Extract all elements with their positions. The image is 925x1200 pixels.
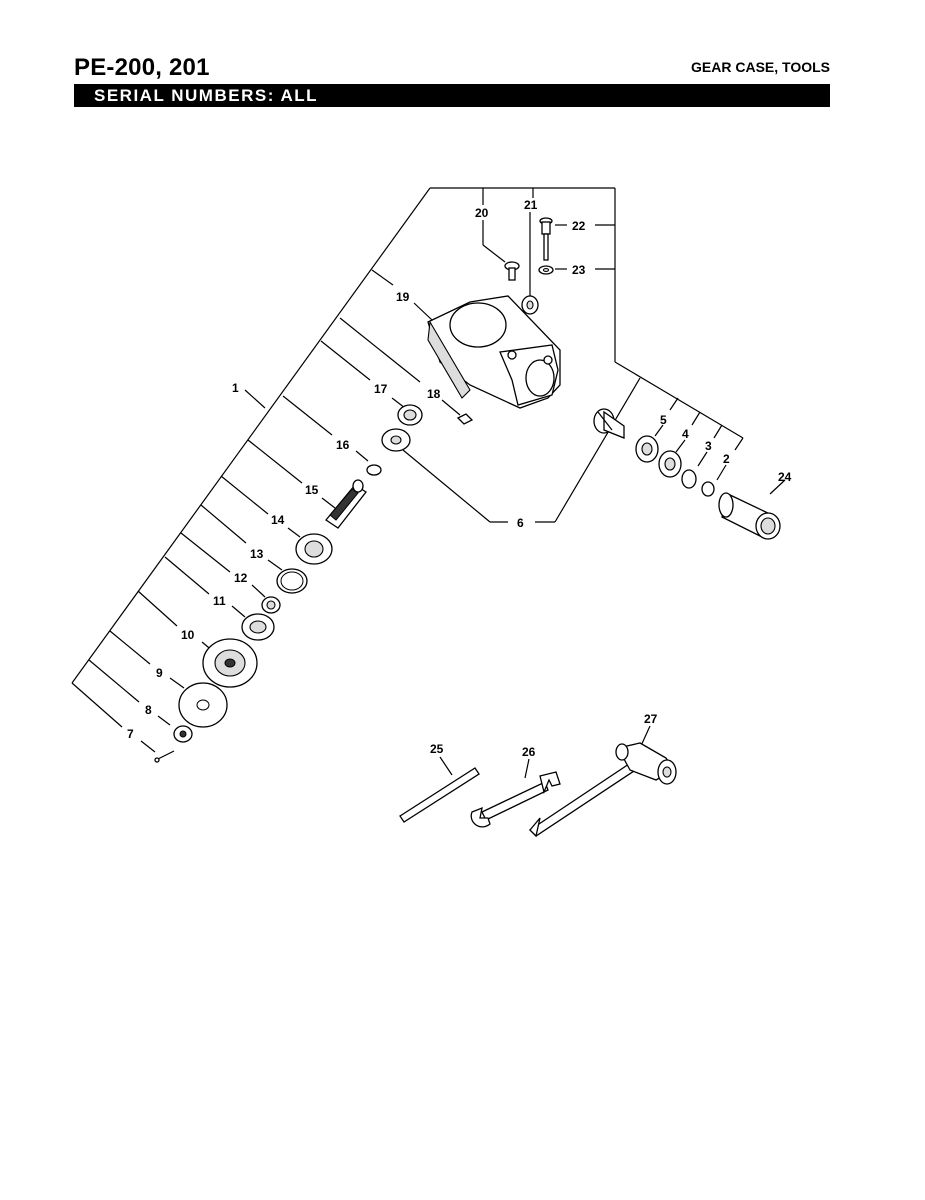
callout-13: 13 (250, 547, 264, 561)
callout-11: 11 (213, 594, 226, 608)
part-26-wrench (470, 771, 561, 828)
callout-25: 25 (430, 742, 444, 756)
gear-case-housing (427, 295, 561, 409)
serial-band: SERIAL NUMBERS: ALL (74, 84, 830, 107)
callout-5: 5 (660, 413, 667, 427)
part-11-bearing (241, 613, 275, 641)
callout-2: 2 (723, 452, 730, 466)
callout-8: 8 (145, 703, 152, 717)
callout-14: 14 (271, 513, 285, 527)
part-4-bearing (658, 450, 682, 478)
callout-23: 23 (572, 263, 586, 277)
parts (154, 217, 781, 838)
part-7-pin (154, 750, 175, 763)
callout-21: 21 (524, 198, 538, 212)
callout-22: 22 (572, 219, 586, 233)
callout-4: 4 (682, 427, 689, 441)
part-9-plate (178, 682, 228, 728)
part-3-snap-ring (681, 469, 697, 489)
part-22-bolt (539, 217, 553, 261)
callout-26: 26 (522, 745, 536, 759)
callout-15: 15 (305, 483, 319, 497)
part-6-pinion (593, 408, 625, 439)
callout-labels: 1 2 3 4 5 6 7 8 9 10 11 12 13 14 15 16 1… (127, 198, 792, 759)
part-15-spindle (325, 479, 367, 529)
callout-19: 19 (396, 290, 410, 304)
callout-17: 17 (374, 382, 388, 396)
part-27-socket-wrench (528, 742, 677, 838)
callout-1: 1 (232, 381, 239, 395)
part-8-nut (173, 725, 193, 743)
callout-24: 24 (778, 470, 792, 484)
callout-6: 6 (517, 516, 524, 530)
part-24-sleeve (718, 492, 781, 540)
part-17-bearing (397, 404, 423, 426)
callout-27: 27 (644, 712, 658, 726)
part-10-holder (202, 638, 258, 688)
serial-band-text: SERIAL NUMBERS: ALL (94, 86, 318, 105)
part-25-rod (399, 767, 480, 823)
part-6-gear (381, 428, 411, 452)
part-12-collar (261, 596, 281, 614)
section-title: GEAR CASE, TOOLS (691, 59, 830, 75)
part-13-ring (276, 568, 308, 594)
model-title: PE-200, 201 (74, 54, 210, 81)
part-16-snap-ring (366, 464, 382, 476)
callout-7: 7 (127, 727, 134, 741)
part-2-ring (701, 481, 715, 497)
callout-20: 20 (475, 206, 489, 220)
part-18 (456, 413, 474, 425)
part-23-washer (538, 265, 554, 275)
callout-16: 16 (336, 438, 350, 452)
callout-10: 10 (181, 628, 195, 642)
leader-lines (71, 187, 786, 779)
callout-18: 18 (427, 387, 441, 401)
part-21-nut (521, 295, 539, 315)
callout-3: 3 (705, 439, 712, 453)
part-14-bearing (295, 533, 333, 565)
callout-12: 12 (234, 571, 248, 585)
part-20-bolt (504, 261, 520, 281)
part-5-bearing (635, 435, 659, 463)
callout-9: 9 (156, 666, 163, 680)
